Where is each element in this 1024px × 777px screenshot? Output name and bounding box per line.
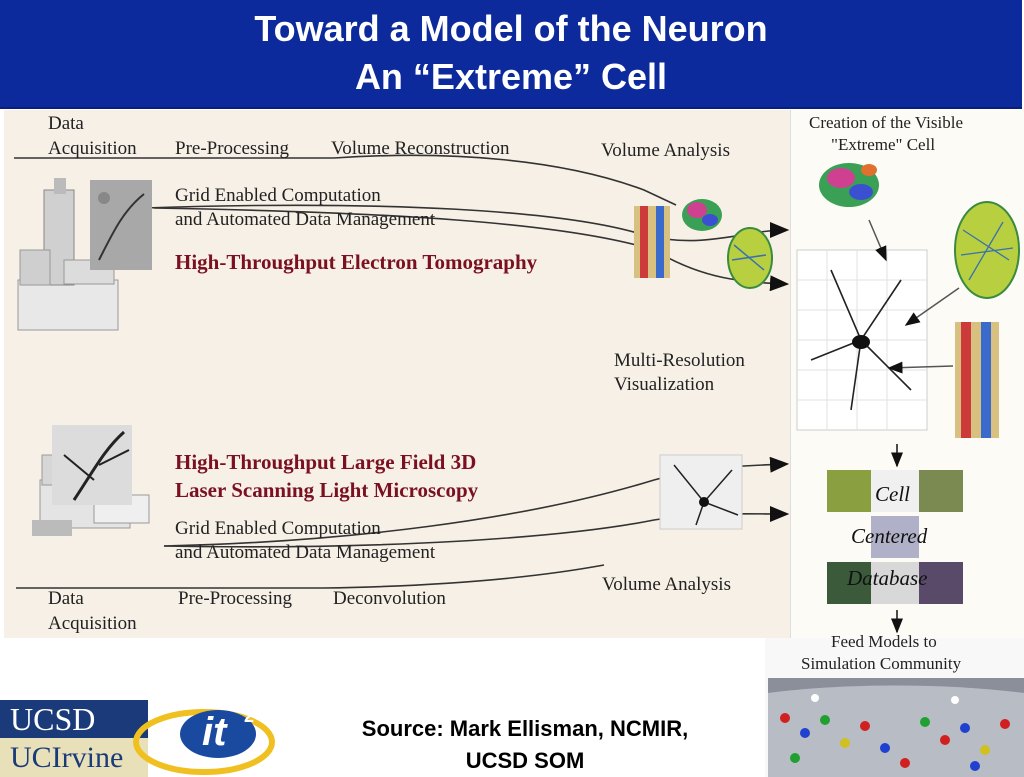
extreme-cell-neuron-image <box>796 249 928 431</box>
feed-line-1: Feed Models to <box>831 632 937 651</box>
creation-line-2: "Extreme" Cell <box>831 135 936 154</box>
feed-line-2: Simulation Community <box>801 654 962 673</box>
tomography-micrograph <box>90 180 152 270</box>
bottom-acquisition-label: Acquisition <box>48 613 137 634</box>
extreme-cell-protein-image <box>819 163 879 207</box>
simulation-panel: Feed Models to Simulation Community <box>765 632 1024 777</box>
ucsd-uci-logo: UCSD UCIrvine <box>0 700 148 777</box>
lm-heading-line-1: High-Throughput Large Field 3D <box>175 450 477 474</box>
title-line-2: An “Extreme” Cell <box>354 56 668 97</box>
top-volume-reconstruction-label: Volume Reconstruction <box>331 138 510 159</box>
db-database-label: Database <box>847 566 928 590</box>
multires-line-2: Visualization <box>614 374 715 395</box>
flow-lines <box>14 154 790 589</box>
creation-line-1: Creation of the Visible <box>809 113 963 132</box>
right-panel-graphics <box>796 163 1020 634</box>
membrane-volume-image <box>634 206 670 278</box>
uci-logo: UCIrvine <box>0 738 148 777</box>
top-volume-analysis-label: Volume Analysis <box>601 140 730 161</box>
extreme-cell-membrane-image <box>955 322 999 438</box>
top-acquisition-label: Acquisition <box>48 138 137 159</box>
source-line-2: UCSD SOM <box>465 748 585 773</box>
bottom-grid-line-1: Grid Enabled Computation <box>175 518 381 539</box>
top-preprocessing-label: Pre-Processing <box>175 138 289 159</box>
it-logo-superscript: 2 <box>244 706 255 726</box>
em-tomography-heading: High-Throughput Electron Tomography <box>175 250 538 274</box>
title-line-1: Toward a Model of the Neuron <box>254 8 768 49</box>
extreme-cell-panel: Creation of the Visible "Extreme" Cell C… <box>790 110 1024 638</box>
bottom-data-label: Data <box>48 588 84 609</box>
db-cell-label: Cell <box>875 482 910 506</box>
database-tiles <box>827 470 963 604</box>
it-logo-text: it <box>202 710 227 754</box>
title-bar: Toward a Model of the Neuron An “Extreme… <box>0 0 1022 109</box>
bottom-deconvolution-label: Deconvolution <box>333 588 446 609</box>
db-centered-label: Centered <box>851 524 928 548</box>
neuron-volume-image <box>659 454 743 530</box>
bottom-volume-analysis-label: Volume Analysis <box>602 574 731 595</box>
calit2-logo: it 2 <box>132 702 282 777</box>
ucsd-logo: UCSD <box>0 700 148 738</box>
protein-structure-image <box>682 199 722 231</box>
bottom-grid-line-2: and Automated Data Management <box>175 542 436 563</box>
top-grid-line-1: Grid Enabled Computation <box>175 185 381 206</box>
simulation-render-image <box>768 678 1024 777</box>
mitochondrion-image <box>727 227 773 289</box>
extreme-cell-mitochondrion-image <box>954 201 1020 299</box>
top-grid-line-2: and Automated Data Management <box>175 209 436 230</box>
source-line-1: Source: Mark Ellisman, NCMIR, <box>361 716 689 741</box>
top-data-label: Data <box>48 113 84 134</box>
multires-line-1: Multi-Resolution <box>614 350 745 371</box>
light-micrograph <box>52 425 132 505</box>
bottom-preprocessing-label: Pre-Processing <box>178 588 292 609</box>
workflow-diagram: Data Acquisition Pre-Processing Volume R… <box>4 110 790 638</box>
lm-heading-line-2: Laser Scanning Light Microscopy <box>175 478 479 502</box>
simulation-particles <box>780 694 1010 771</box>
